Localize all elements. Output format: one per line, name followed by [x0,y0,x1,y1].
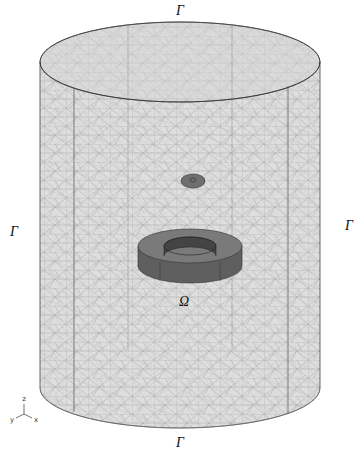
axis-label: z [22,396,26,403]
boundary-label: Γ [176,4,184,18]
boundary-label: Γ [10,225,18,239]
boundary-label: Γ [176,436,184,450]
axis-label: x [34,417,38,424]
axis-label: y [10,417,14,424]
boundary-label: Γ [345,219,353,233]
domain-label: Ω [179,295,189,309]
